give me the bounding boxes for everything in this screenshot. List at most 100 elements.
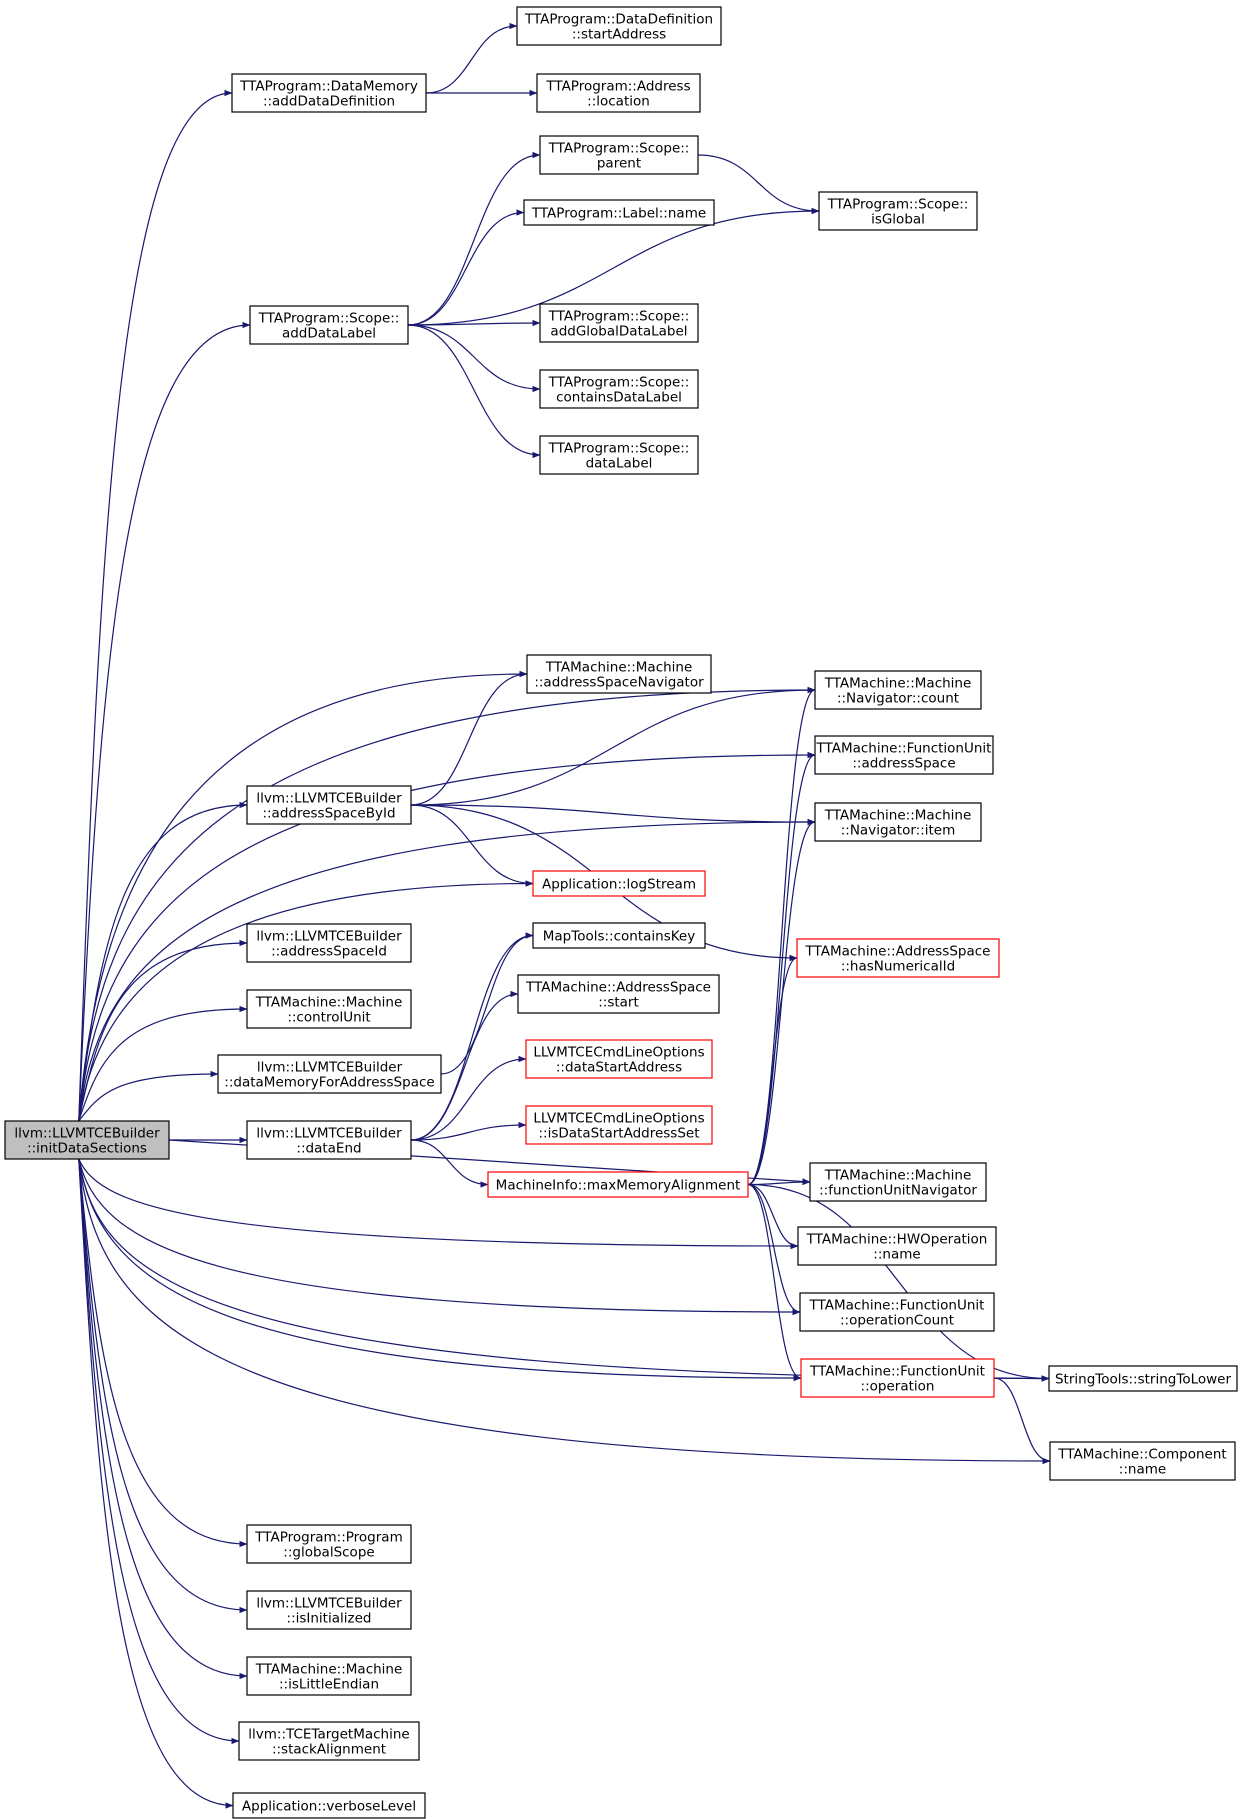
node-b_dataEnd[interactable]: llvm::LLVMTCEBuilder::dataEnd [246,1120,412,1160]
node-scope_dataLabel[interactable]: TTAProgram::Scope::dataLabel [539,435,699,475]
node-initDataSections[interactable]: llvm::LLVMTCEBuilder::initDataSections [4,1120,170,1160]
call-edge-initDataSections-to-st_stringToLower [78,1158,1050,1382]
node-box [523,199,715,226]
node-label: TTAProgram::DataMemory [239,79,418,95]
node-label: llvm::LLVMTCEBuilder [257,1060,403,1076]
node-label: ::addressSpace [852,756,955,772]
node-app_verboseLevel[interactable]: Application::verboseLevel [232,1792,426,1819]
call-edge-initDataSections-to-fu_addressSpace [78,751,816,1122]
node-box [238,1721,420,1761]
node-opt_isDataStartAddressSet[interactable]: LLVMTCECmdLineOptions::isDataStartAddres… [525,1105,713,1145]
call-edge-mi_maxMemAlign-to-as_hasNumericalId [747,954,798,1186]
node-prog_globalScope[interactable]: TTAProgram::Program::globalScope [246,1524,412,1564]
node-label: ::startAddress [572,27,666,43]
node-box [246,1590,412,1630]
call-edge-b_addressSpaceById-to-m_asNavigator [410,670,528,806]
node-dm_addDataDef[interactable]: TTAProgram::DataMemory::addDataDefinitio… [231,73,427,113]
node-scope_parent[interactable]: TTAProgram::Scope::parent [539,135,699,175]
call-edge-scope_addDataLabel-to-scope_containsDataLabel [407,324,541,393]
node-label: TTAMachine::FunctionUnit [809,1364,985,1380]
call-edge-mi_maxMemAlign-to-nav_count [747,686,816,1186]
node-box [217,1054,442,1094]
node-fu_operation[interactable]: TTAMachine::FunctionUnit::operation [800,1358,995,1398]
call-edge-dm_addDataDef-to-dd_startAddress [425,22,518,94]
node-box [539,435,699,475]
call-edge-scope_addDataLabel-to-scope_addGlobalDataLabel [407,319,541,327]
call-edge-scope_addDataLabel-to-scope_isGlobal [407,207,820,326]
node-scope_containsDataLabel[interactable]: TTAProgram::Scope::containsDataLabel [539,369,699,409]
node-box [799,1292,995,1332]
node-label: TTAMachine::HWOperation [806,1232,988,1248]
node-label: LLVMTCECmdLineOptions [533,1111,704,1127]
node-dd_startAddress[interactable]: TTAProgram::DataDefinition::startAddress [516,6,722,46]
node-label: addDataLabel [282,326,376,342]
call-edge-initDataSections-to-m_controlUnit [78,1005,248,1122]
node-label: TTAMachine::AddressSpace [805,944,991,960]
call-edge-b_addressSpaceById-to-app_logStream [410,804,534,887]
node-scope_addDataLabel[interactable]: TTAProgram::Scope::addDataLabel [249,305,409,345]
node-st_stringToLower[interactable]: StringTools::stringToLower [1048,1365,1238,1392]
node-fu_addressSpace[interactable]: TTAMachine::FunctionUnit::addressSpace [814,735,994,775]
node-label: ::hasNumericalId [841,959,955,975]
node-label: ::addressSpaceNavigator [534,675,704,691]
node-label: TTAMachine::Machine [824,1168,972,1184]
node-m_asNavigator[interactable]: TTAMachine::Machine::addressSpaceNavigat… [526,654,712,694]
call-edge-mi_maxMemAlign-to-fu_operation [747,1183,802,1382]
node-label: dataLabel [586,456,653,472]
call-edge-scope_parent-to-scope_isGlobal [697,154,820,215]
node-label: TTAProgram::Scope:: [827,197,969,213]
node-box [525,1039,713,1079]
node-label: ::dataMemoryForAddressSpace [224,1075,434,1091]
node-nav_item[interactable]: TTAMachine::Machine::Navigator::item [814,802,982,842]
call-edge-initDataSections-to-prog_globalScope [78,1158,248,1548]
node-label: Application::logStream [542,877,696,893]
node-label: TTAProgram::Scope:: [548,441,690,457]
node-scope_isGlobal[interactable]: TTAProgram::Scope::isGlobal [818,191,978,231]
node-label: TTAProgram::DataDefinition [524,12,713,28]
call-edge-b_dataEnd-to-map_containsKey [410,932,534,1141]
node-label: ::isInitialized [287,1611,372,1627]
node-scope_addGlobalDataLabel[interactable]: TTAProgram::Scope::addGlobalDataLabel [539,303,699,343]
node-label: llvm::LLVMTCEBuilder [256,929,402,945]
node-b_addressSpaceById[interactable]: llvm::LLVMTCEBuilder::addressSpaceById [246,785,412,825]
node-box [814,735,994,775]
call-edge-b_dataEnd-to-opt_isDataStartAddressSet [410,1121,527,1141]
call-edge-initDataSections-to-dm_addDataDef [78,89,233,1122]
node-map_containsKey[interactable]: MapTools::containsKey [532,922,706,949]
node-opt_dataStartAddress[interactable]: LLVMTCECmdLineOptions::dataStartAddress [525,1039,713,1079]
node-label_name[interactable]: TTAProgram::Label::name [523,199,715,226]
node-b_isInitialized[interactable]: llvm::LLVMTCEBuilder::isInitialized [246,1590,412,1630]
call-edge-b_addressSpaceById-to-nav_item [410,804,816,826]
node-hwop_name[interactable]: TTAMachine::HWOperation::name [797,1226,997,1266]
node-label: containsDataLabel [556,390,682,406]
node-label: TTAMachine::Machine [545,660,693,676]
node-m_isLittleEndian[interactable]: TTAMachine::Machine::isLittleEndian [246,1656,412,1696]
node-as_hasNumericalId[interactable]: TTAMachine::AddressSpace::hasNumericalId [796,938,1000,978]
node-b_dataMemForAS[interactable]: llvm::LLVMTCEBuilder::dataMemoryForAddre… [217,1054,442,1094]
node-comp_name[interactable]: TTAMachine::Component::name [1049,1441,1236,1481]
node-m_controlUnit[interactable]: TTAMachine::Machine::controlUnit [246,989,412,1029]
node-label: TTAProgram::Program [254,1530,402,1546]
node-label: ::name [1119,1462,1166,1478]
node-box [246,1120,412,1160]
node-as_start[interactable]: TTAMachine::AddressSpace::start [517,974,720,1014]
node-label: ::stackAlignment [272,1742,386,1758]
node-m_fuNavigator[interactable]: TTAMachine::Machine::functionUnitNavigat… [809,1162,987,1202]
node-box [1049,1441,1236,1481]
node-label: Application::verboseLevel [242,1799,416,1815]
node-app_logStream[interactable]: Application::logStream [532,870,706,897]
node-box [246,989,412,1029]
node-addr_location[interactable]: TTAProgram::Address::location [536,73,701,113]
node-b_addressSpaceId[interactable]: llvm::LLVMTCEBuilder::addressSpaceId [246,923,412,963]
call-edge-mi_maxMemAlign-to-m_fuNavigator [747,1178,811,1186]
node-label: ::name [873,1247,920,1263]
node-fu_operationCount[interactable]: TTAMachine::FunctionUnit::operationCount [799,1292,995,1332]
node-label: MapTools::containsKey [543,929,695,945]
node-label: TTAMachine::FunctionUnit [809,1298,985,1314]
call-edge-b_dataMemForAS-to-map_containsKey [440,932,534,1075]
node-mi_maxMemAlign[interactable]: MachineInfo::maxMemoryAlignment [487,1171,749,1198]
node-tm_stackAlignment[interactable]: llvm::TCETargetMachine::stackAlignment [238,1721,420,1761]
node-nav_count[interactable]: TTAMachine::Machine::Navigator::count [814,670,982,710]
call-edge-initDataSections-to-nav_count [78,686,816,1122]
call-edge-b_dataEnd-to-mi_maxMemAlign [410,1139,489,1188]
